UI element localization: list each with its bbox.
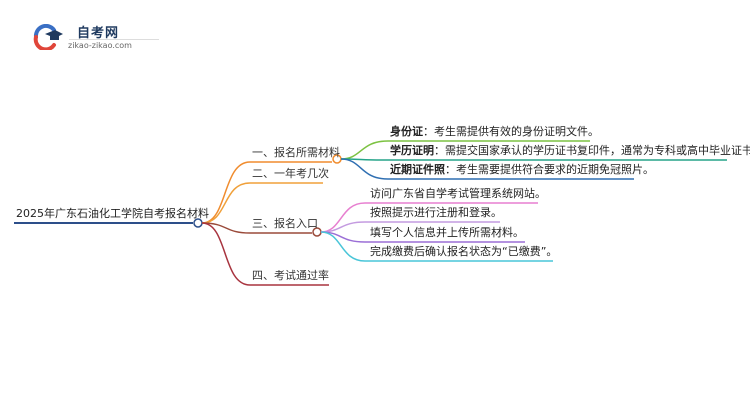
leaf-text: 考生需要提供符合要求的近期免冠照片。 (456, 163, 654, 176)
logo-url: zikao-zikao.com (68, 41, 132, 50)
site-logo[interactable]: 自考网 zikao-zikao.com (33, 22, 159, 54)
branch-registration-entry[interactable]: 三、报名入口 (252, 217, 318, 230)
root-topic[interactable]: 2025年广东石油化工学院自考报名材料 (16, 207, 209, 220)
connector-branch-4 (201, 222, 251, 286)
leaf-text: 需提交国家承认的学历证书复印件，通常为专科或高中毕业证书。 (445, 144, 750, 157)
leaf-separator: ： (423, 125, 434, 138)
leaf-separator: ： (434, 144, 445, 157)
leaf-text: 考生需提供有效的身份证明文件。 (434, 125, 599, 138)
leaf-education-proof[interactable]: 学历证明：需提交国家承认的学历证书复印件，通常为专科或高中毕业证书。 (390, 144, 750, 158)
leaf-confirm-payment[interactable]: 完成缴费后确认报名状态为“已缴费”。 (370, 245, 558, 258)
leaf-register-login[interactable]: 按照提示进行注册和登录。 (370, 206, 502, 219)
leaf-term: 学历证明 (390, 144, 434, 157)
connector-leaf-3-4 (320, 231, 366, 262)
connector-branch-3 (201, 222, 251, 234)
leaf-term: 身份证 (390, 125, 423, 138)
logo-divider (69, 39, 159, 40)
leaf-photo[interactable]: 近期证件照：考生需要提供符合要求的近期免冠照片。 (390, 163, 654, 177)
leaf-fill-info[interactable]: 填写个人信息并上传所需材料。 (370, 226, 524, 239)
leaf-term: 近期证件照 (390, 163, 445, 176)
branch-pass-rate[interactable]: 四、考试通过率 (252, 269, 329, 282)
leaf-separator: ： (445, 163, 456, 176)
leaf-id-card[interactable]: 身份证：考生需提供有效的身份证明文件。 (390, 125, 599, 139)
leaf-visit-site[interactable]: 访问广东省自学考试管理系统网站。 (370, 187, 546, 200)
connector-branch-2 (201, 182, 251, 224)
graduation-cap-icon (33, 24, 63, 50)
branch-materials[interactable]: 一、报名所需材料 (252, 146, 340, 159)
logo-title: 自考网 (77, 26, 120, 41)
branch-exam-frequency[interactable]: 二、一年考几次 (252, 167, 329, 180)
connector-leaf-1-3 (340, 158, 389, 180)
connector-leaf-1-1 (340, 140, 389, 160)
connector-branch-1 (201, 161, 251, 224)
connector-leaf-3-1 (320, 202, 366, 233)
